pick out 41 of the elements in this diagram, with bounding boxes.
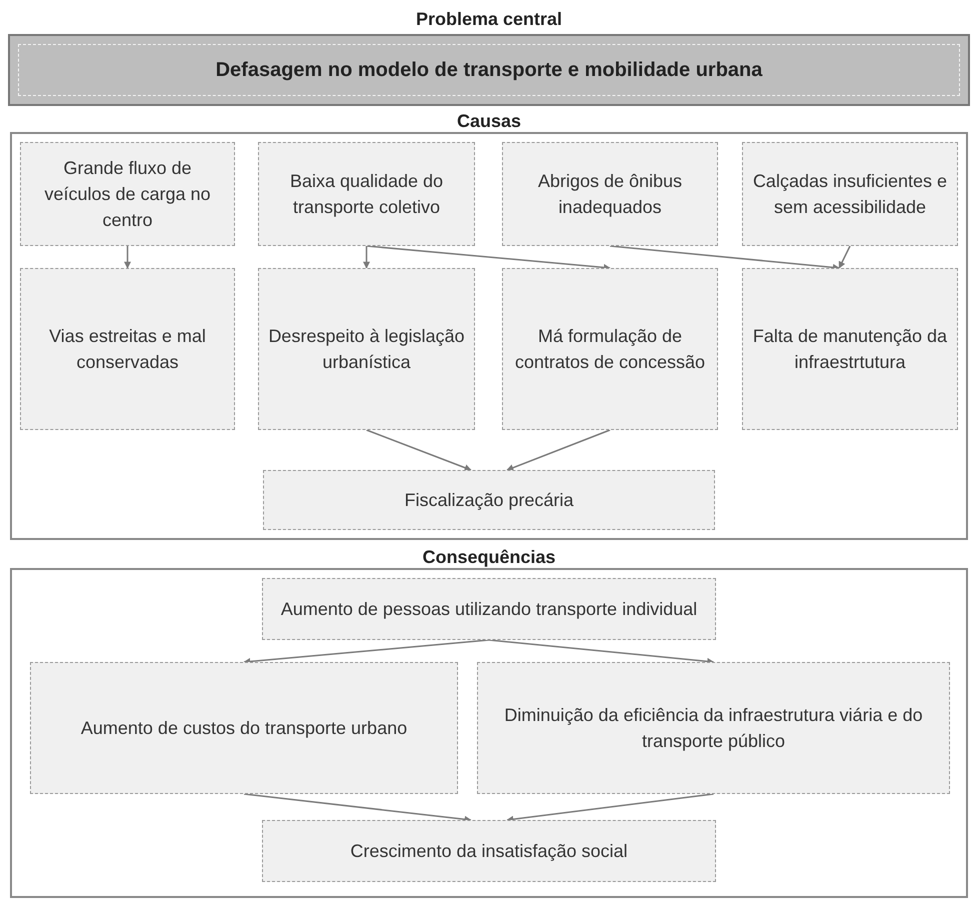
arrow xyxy=(244,793,472,823)
arrow xyxy=(610,245,840,271)
process-box xyxy=(742,142,958,246)
box-text: Diminuição da eficiência da infraestrutura viária e do transporte público xyxy=(503,704,924,753)
box-text: Crescimento da insatisfação social xyxy=(350,840,628,863)
panel-heading: Consequências xyxy=(422,546,556,568)
box-text: Fiscalização precária xyxy=(404,489,574,512)
box-text: Grande fluxo de veículos de carga no centro xyxy=(43,157,212,232)
process-box xyxy=(263,470,715,530)
process-box xyxy=(477,662,950,794)
process-box xyxy=(742,268,958,430)
arrow xyxy=(506,429,610,471)
box-text: Abrigos de ônibus inadequados xyxy=(536,170,684,219)
arrow xyxy=(366,429,472,472)
process-box xyxy=(502,142,718,246)
arrow xyxy=(243,639,490,665)
box-text: Aumento de pessoas utilizando transporte individual xyxy=(280,598,698,621)
box-text: Falta de manutenção da infraestrtutura xyxy=(752,325,948,374)
panel-heading: Causas xyxy=(456,110,522,132)
box-text: Má formulação de contratos de concessão xyxy=(514,325,706,374)
process-box xyxy=(262,820,716,882)
process-box xyxy=(262,578,716,640)
problem-statement: Defasagem no modelo de transporte e mobilidade urbana xyxy=(18,44,960,96)
process-box xyxy=(258,142,475,246)
panel-heading: Problema central xyxy=(416,8,562,31)
arrow xyxy=(838,246,851,269)
box-text: Vias estreitas e mal conservadas xyxy=(48,325,207,374)
process-box xyxy=(258,268,475,430)
arrow xyxy=(363,246,370,269)
arrow xyxy=(506,793,714,823)
process-box xyxy=(502,268,718,430)
process-box xyxy=(30,662,458,794)
arrow xyxy=(124,246,131,269)
box-text: Desrespeito à legislação urbanística xyxy=(267,325,466,374)
arrow xyxy=(488,639,714,665)
box-text: Aumento de custos do transporte urbano xyxy=(80,717,408,740)
box-text: Calçadas insuficientes e sem acessibilidade xyxy=(752,170,948,219)
box-text: Baixa qualidade do transporte coletivo xyxy=(288,170,444,219)
process-box xyxy=(20,142,235,246)
arrow xyxy=(366,245,611,271)
process-box xyxy=(20,268,235,430)
